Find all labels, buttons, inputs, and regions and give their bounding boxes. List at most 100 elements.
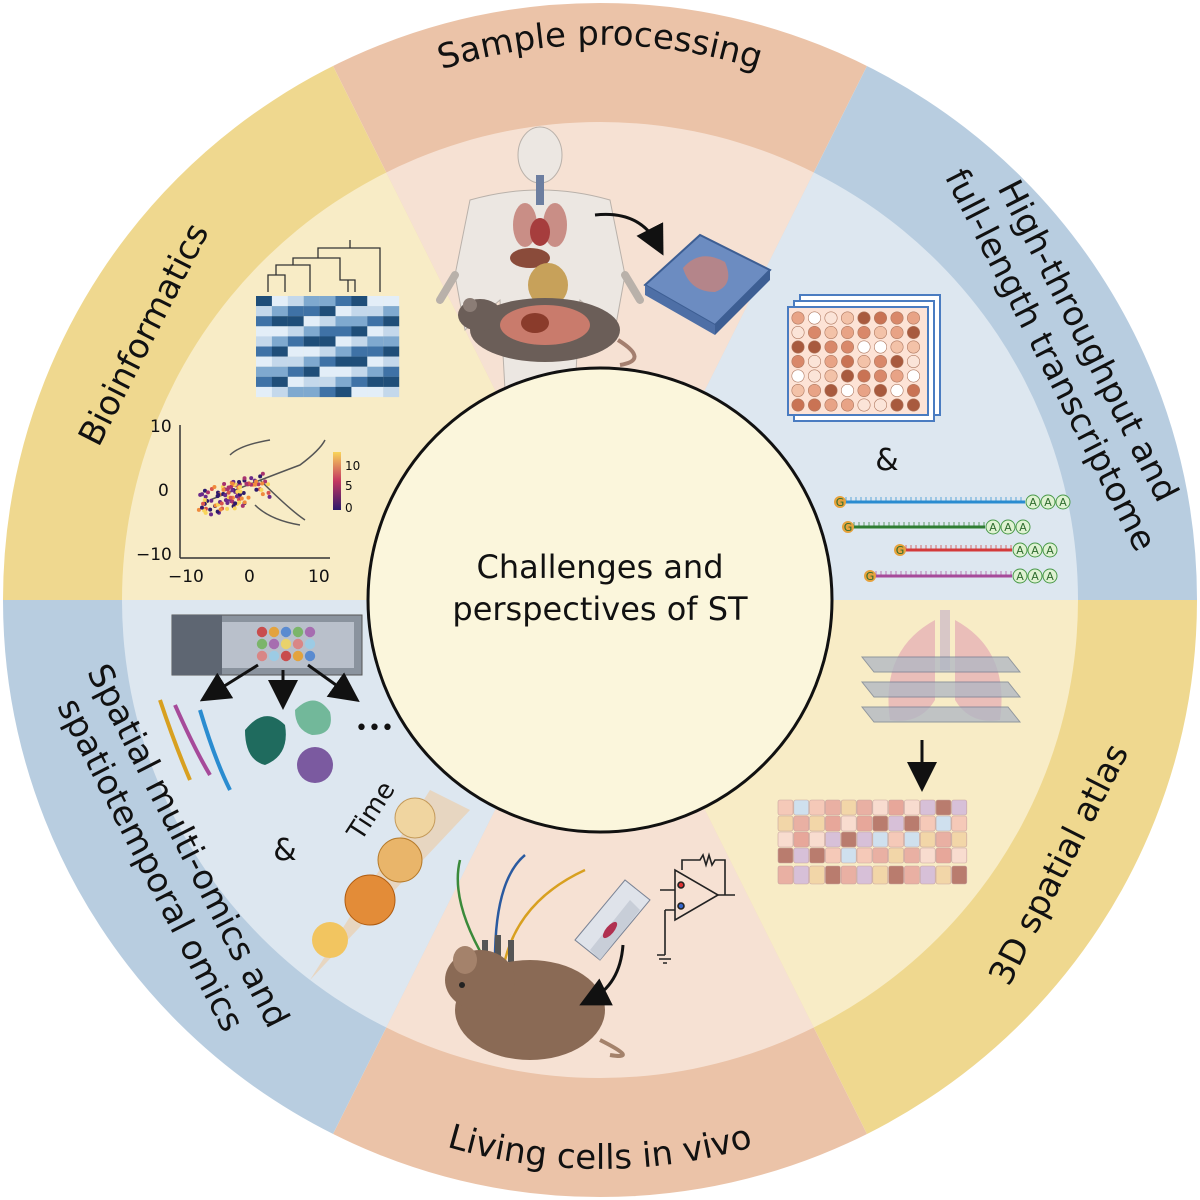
- heatmap-cell: [287, 366, 304, 377]
- trajectory-point: [205, 490, 210, 495]
- heatmap-cell: [287, 336, 304, 347]
- heatmap-cell: [335, 326, 352, 337]
- tissue-cell: [856, 799, 873, 816]
- tissue-cell: [825, 831, 841, 848]
- omics-arrows: [199, 663, 360, 710]
- tissue-cell: [888, 815, 904, 832]
- y-tick-neg10: −10: [136, 545, 172, 565]
- plate-well: [791, 311, 805, 325]
- polya-bead: [1000, 519, 1016, 535]
- heatmap-cell: [367, 326, 384, 337]
- tissue-cell: [777, 847, 794, 864]
- plate-well: [873, 383, 887, 397]
- plate-well: [807, 398, 821, 412]
- heatmap-cell: [383, 336, 400, 347]
- tissue-cell: [840, 831, 857, 848]
- heatmap-cell: [335, 296, 352, 307]
- heatmap-cell: [383, 376, 400, 387]
- heatmap-cell: [383, 366, 400, 377]
- plate-well: [906, 383, 920, 397]
- heatmap-cell: [335, 336, 352, 347]
- polya-bead: [1025, 494, 1041, 510]
- heatmap-cell: [303, 386, 320, 398]
- heatmap-cell: [287, 306, 304, 317]
- plate-well: [873, 354, 887, 368]
- plate-well: [807, 354, 821, 368]
- heatmap-cell: [287, 326, 304, 337]
- heatmap-cell: [271, 346, 288, 357]
- tissue-cell: [825, 815, 841, 832]
- tissue-cell: [809, 847, 825, 864]
- trajectory-point: [196, 507, 201, 512]
- heatmap-cell: [335, 346, 352, 357]
- tissue-cell: [919, 865, 936, 885]
- heatmap-cell: [351, 356, 368, 367]
- plate-well: [890, 340, 904, 354]
- plate-well: [906, 354, 920, 368]
- cap-marker: [842, 521, 854, 533]
- polya-label: A: [1016, 570, 1024, 583]
- tissue-cell: [840, 865, 857, 885]
- trajectory-point: [259, 487, 264, 492]
- heatmap-cell: [351, 376, 368, 387]
- polya-bead: [1012, 568, 1028, 584]
- heatmap-cell: [303, 366, 320, 377]
- polya-bead: [985, 519, 1001, 535]
- plate-well: [857, 369, 871, 383]
- heatmap-cell: [271, 386, 288, 398]
- plate-well: [791, 369, 805, 383]
- tissue-cell: [904, 831, 920, 848]
- heatmap-cell: [335, 376, 352, 387]
- plate-well: [857, 311, 871, 325]
- plate-well: [873, 325, 887, 339]
- plate-well: [807, 325, 821, 339]
- polya-bead: [1015, 519, 1031, 535]
- heatmap-cell: [256, 356, 272, 367]
- tissue-cell: [935, 865, 952, 885]
- trajectory-point: [256, 482, 261, 487]
- spatial-spot: [280, 650, 292, 662]
- heatmap-cell: [367, 316, 384, 327]
- trajectory-point: [235, 489, 240, 494]
- spatial-spots: [256, 626, 316, 662]
- tissue-cell: [951, 815, 968, 832]
- heatmap-cell: [303, 336, 320, 347]
- heatmap-cell: [383, 316, 400, 327]
- plate-well: [840, 369, 854, 383]
- heatmap-cell: [303, 306, 320, 317]
- cap-label: G: [844, 521, 853, 534]
- tissue-cell-grid: [777, 799, 968, 885]
- plate-well: [840, 311, 854, 325]
- heatmap-cell: [256, 336, 272, 347]
- heatmap-cell: [335, 356, 352, 367]
- tissue-cell: [904, 799, 920, 816]
- tissue-cell: [872, 815, 889, 832]
- tissue-cell: [793, 815, 810, 832]
- plate-well: [873, 398, 887, 412]
- polya-label: A: [1059, 496, 1067, 509]
- trajectory-point: [266, 482, 271, 487]
- tissue-cell: [825, 865, 841, 885]
- tissue-cell: [919, 799, 936, 816]
- trajectory-point: [199, 505, 204, 510]
- tissue-cell: [919, 831, 936, 848]
- plate-well: [873, 311, 887, 325]
- tissue-cell: [809, 799, 825, 816]
- trajectory-point: [267, 494, 272, 499]
- polya-bead: [1040, 494, 1056, 510]
- trajectory-point: [200, 492, 205, 497]
- heatmap-cell: [271, 296, 288, 307]
- heatmap-cell: [351, 326, 368, 337]
- heatmap-cell: [351, 346, 368, 357]
- polya-bead: [1042, 542, 1058, 558]
- spatial-spot: [280, 638, 292, 650]
- trajectory-point: [226, 490, 231, 495]
- tissue-cell: [793, 865, 810, 885]
- trajectory-point: [237, 480, 242, 485]
- polya-bead: [1012, 542, 1028, 558]
- heatmap-cell: [303, 356, 320, 367]
- heatmap-cell: [319, 376, 336, 387]
- x-tick-neg10: −10: [168, 567, 204, 587]
- trajectory-point: [221, 487, 226, 492]
